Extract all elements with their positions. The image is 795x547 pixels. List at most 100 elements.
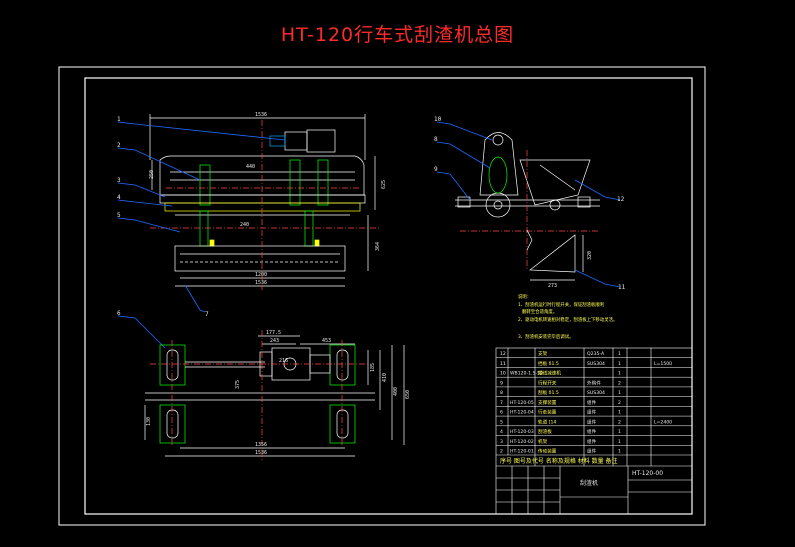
inner-frame — [84, 77, 693, 515]
part-label-12: 12 — [617, 196, 625, 203]
side-view — [455, 132, 600, 281]
dim-plan-185: 185 — [370, 363, 376, 372]
bom-cell-no: 10 — [500, 371, 506, 377]
bom-cell-spec: SUS304 — [587, 361, 605, 367]
bom-cell-name: 机架 — [538, 438, 548, 445]
bom-cell-code: WB120-1.5-59 — [510, 371, 543, 377]
dim-625: 625 — [381, 180, 387, 189]
dim-plan-216: 216 — [279, 358, 288, 364]
svg-text:说明：: 说明： — [518, 293, 531, 300]
dim-plan-375: 375 — [235, 380, 241, 389]
dim-side-320: 320 — [587, 251, 593, 260]
dim-240: 240 — [240, 222, 249, 228]
front-view — [149, 114, 380, 290]
part-label-3: 3 — [117, 177, 121, 184]
bom-cell-no: 4 — [500, 429, 503, 435]
front-leaders — [117, 121, 286, 349]
bom-cell-no: 6 — [500, 410, 503, 416]
bom-cell-no: 9 — [500, 380, 503, 386]
dim-250: 250 — [149, 170, 155, 179]
svg-text:3、刮渣机安装完毕后调试。: 3、刮渣机安装完毕后调试。 — [518, 333, 573, 340]
bom-cell-qty: 1 — [618, 429, 621, 435]
drawing-number: HT-120-00 — [632, 470, 663, 477]
svg-text:1、刮渣机运行时行程开关，保证刮渣板顺利: 1、刮渣机运行时行程开关，保证刮渣板顺利 — [518, 301, 604, 308]
dim-top-width: 1536 — [255, 112, 267, 118]
bom-cell-note: L=1500 — [654, 361, 672, 367]
bom-cell-no: 3 — [500, 439, 503, 445]
bom-cell-qty: 1 — [618, 351, 621, 357]
dim-plan-1536: 1536 — [255, 450, 267, 456]
bom-cell-name: 轨道 [14 — [538, 418, 556, 425]
dim-plan-177: 177.5 — [266, 330, 281, 336]
drawing-title: HT-120行车式刮渣机总图 — [280, 24, 515, 46]
bom-cell-qty: 1 — [618, 410, 621, 416]
bom-cell-qty: 1 — [618, 390, 621, 396]
bom-cell-qty: 1 — [618, 449, 621, 455]
bom-cell-no: 2 — [500, 449, 503, 455]
outer-frame — [58, 66, 706, 526]
bom-cell-name: 传动装置 — [538, 448, 557, 455]
bom-cell-spec: 组件 — [587, 438, 597, 445]
dim-1200: 1200 — [255, 272, 267, 278]
part-label-10: 10 — [434, 116, 442, 123]
part-label-4: 4 — [117, 194, 121, 201]
bom-cell-spec: 组件 — [587, 418, 597, 425]
bom-cell-name: 支架 — [538, 350, 548, 357]
bom-cell-no: 11 — [500, 361, 506, 367]
part-label-1: 1 — [117, 116, 121, 123]
dim-440: 440 — [246, 164, 255, 170]
dim-plan-650: 650 — [405, 390, 411, 399]
bom-cell-no: 12 — [500, 351, 506, 357]
dim-plan-243: 243 — [270, 338, 279, 344]
bom-cell-no: 8 — [500, 390, 503, 396]
dim-364: 364 — [375, 242, 381, 251]
bom-cell-spec: 外购件 — [587, 379, 601, 386]
part-label-5: 5 — [117, 212, 121, 219]
dim-plan-400: 400 — [393, 387, 399, 396]
bom-cell-name: 行程开关 — [538, 379, 557, 386]
bom-cell-note: L=2400 — [654, 419, 672, 425]
bom-cell-name: 行走装置 — [538, 409, 557, 416]
bom-cell-spec: SUS304 — [587, 390, 605, 396]
bom-cell-name: 挡板 δ1.5 — [538, 360, 559, 367]
bom-cell-name: 刮板 δ1.5 — [538, 389, 559, 396]
bom-cell-code: HT-120-01 — [510, 449, 534, 455]
bom-table — [495, 347, 693, 515]
bom-cell-name: 支撑装置 — [538, 399, 557, 406]
bom-cell-spec: 组件 — [587, 448, 597, 455]
bom-cell-name: 刮渣板 — [538, 428, 552, 435]
svg-text:翻转至合适角度。: 翻转至合适角度。 — [522, 308, 557, 315]
bom-cell-code: HT-120-05 — [510, 400, 534, 406]
bom-cell-spec: Q235-A — [587, 351, 605, 357]
bom-cell-no: 7 — [500, 400, 503, 406]
bom-cell-code: HT-120-02 — [510, 439, 534, 445]
bom-cell-qty: 2 — [618, 400, 621, 406]
bom-cell-qty: 2 — [618, 380, 621, 386]
bom-cell-spec: 组件 — [587, 409, 597, 416]
dim-1536: 1536 — [255, 280, 267, 286]
part-label-8: 8 — [434, 136, 438, 143]
bom-cell-qty: 2 — [618, 419, 621, 425]
dim-plan-130: 130 — [146, 417, 152, 426]
bom-cell-qty: 1 — [618, 371, 621, 377]
part-label-6: 6 — [117, 310, 121, 317]
bom-cell-code: HT-120-03 — [510, 429, 534, 435]
dim-plan-453: 453 — [322, 338, 331, 344]
part-label-7: 7 — [205, 311, 209, 318]
bom-cell-spec: 组件 — [587, 399, 597, 406]
bom-cell-qty: 1 — [618, 361, 621, 367]
bom-cell-no: 5 — [500, 419, 503, 425]
part-label-2: 2 — [117, 142, 121, 149]
bom-cell-qty: 1 — [618, 439, 621, 445]
bom-cell-name: 摆线减速机 — [538, 370, 561, 377]
bom-cell-spec: 组件 — [587, 428, 597, 435]
bom-header: 序号 图号及代号 名称及规格 材料 数量 备注 — [500, 457, 618, 465]
dim-plan-1356: 1356 — [255, 442, 267, 448]
dim-plan-410: 410 — [382, 373, 388, 382]
bom-cell-code: HT-120-04 — [510, 410, 534, 416]
side-leaders — [436, 121, 621, 288]
part-label-9: 9 — [434, 166, 438, 173]
svg-text:2、驱动电机转速相对稳定，刮渣板上下移动灵活。: 2、驱动电机转速相对稳定，刮渣板上下移动灵活。 — [518, 316, 617, 323]
